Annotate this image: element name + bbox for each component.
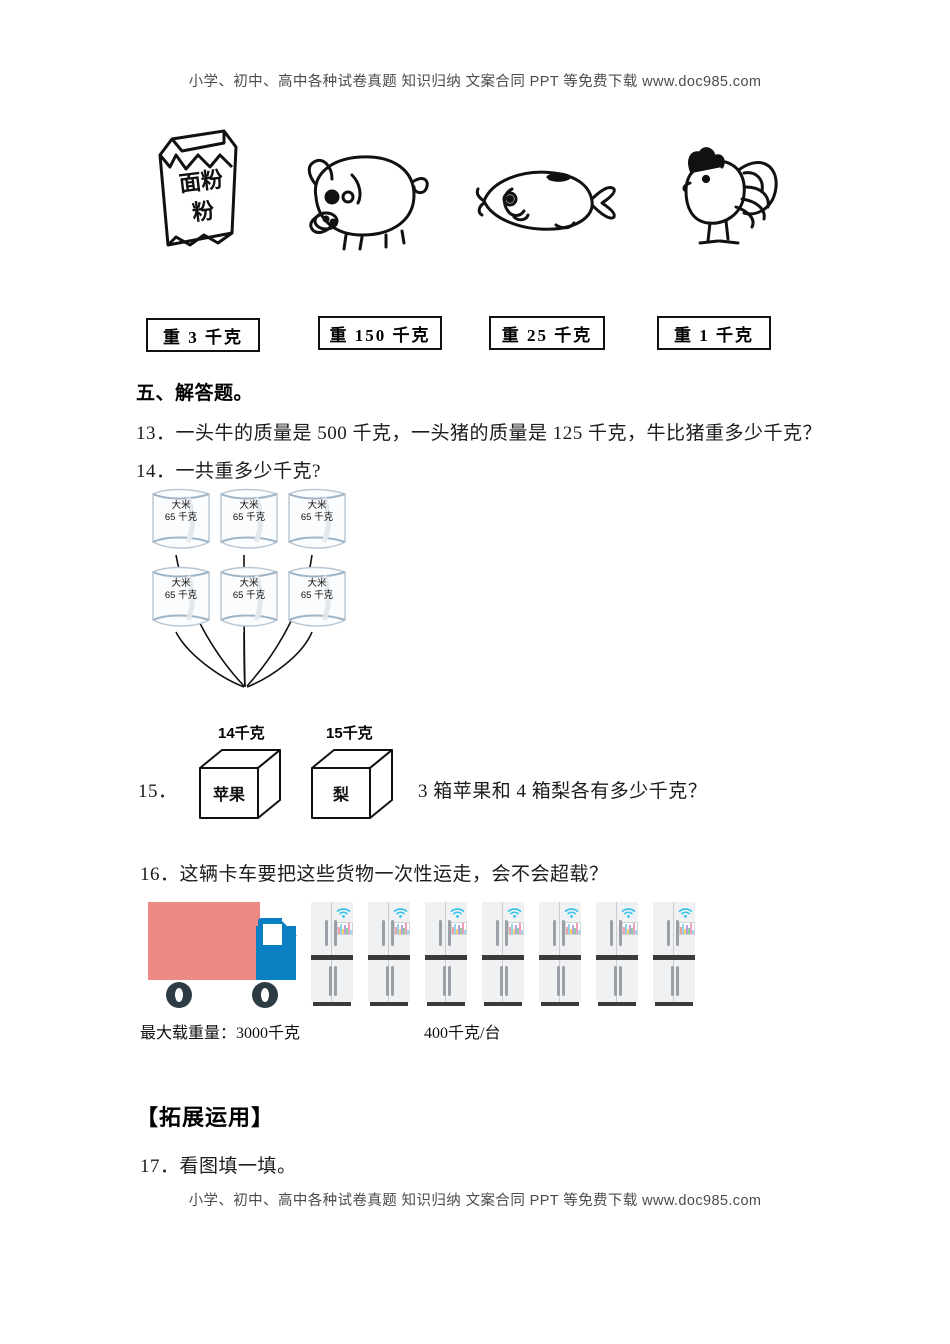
rooster-icon xyxy=(660,129,790,259)
weight-label-box: 重 3 千克 xyxy=(146,318,260,352)
refrigerator-icon xyxy=(539,898,581,1008)
unit-weight-caption: 400千克/台 xyxy=(424,1025,501,1042)
question-15-number: 15． xyxy=(138,781,178,802)
fridge-screen-icon xyxy=(337,922,353,935)
truck-wheel xyxy=(166,982,192,1008)
apple-box-weight: 14千克 xyxy=(218,725,265,742)
fridge-screen-icon xyxy=(565,922,581,935)
wifi-icon xyxy=(450,908,465,918)
extension-heading: 【拓展运用】 xyxy=(136,1105,275,1130)
refrigerator-icon xyxy=(368,898,410,1008)
question-16: 16．这辆卡车要把这些货物一次性运走，会不会超载？ xyxy=(140,864,609,885)
fish-icon xyxy=(470,159,620,239)
refrigerator-icon xyxy=(311,898,353,1008)
fridge-screen-icon xyxy=(508,922,524,935)
question-15-text: 3 箱苹果和 4 箱梨各有多少千克？ xyxy=(418,781,708,802)
pear-box-name: 梨 xyxy=(332,785,350,804)
svg-text:粉: 粉 xyxy=(191,198,216,225)
max-load-caption: 最大载重量：3000千克 xyxy=(140,1025,301,1042)
flour-bag-label: 面粉 xyxy=(178,166,225,196)
apple-box-name: 苹果 xyxy=(213,785,245,804)
question-13: 13．一头牛的质量是 500 千克，一头猪的质量是 125 千克，牛比猪重多少千… xyxy=(136,423,823,444)
refrigerator-row xyxy=(311,898,711,1010)
wifi-icon xyxy=(393,908,408,918)
wifi-icon xyxy=(336,908,351,918)
refrigerator-icon xyxy=(425,898,467,1008)
weight-label-box: 重 150 千克 xyxy=(318,316,442,350)
footer-watermark: 小学、初中、高中各种试卷真题 知识归纳 文案合同 PPT 等免费下载 www.d… xyxy=(188,1193,762,1209)
truck-wheel xyxy=(252,982,278,1008)
weight-label-box: 重 25 千克 xyxy=(489,316,605,350)
weight-label-box: 重 1 千克 xyxy=(657,316,771,350)
truck-window xyxy=(263,924,282,945)
wifi-icon xyxy=(564,908,579,918)
header-watermark: 小学、初中、高中各种试卷真题 知识归纳 文案合同 PPT 等免费下载 www.d… xyxy=(188,74,762,90)
question-14: 14．一共重多少千克? xyxy=(136,461,321,482)
truck-cargo-box xyxy=(148,902,260,980)
flour-bag-icon: 面粉 粉 xyxy=(146,125,246,250)
truck-icon xyxy=(148,900,300,1008)
fridge-screen-icon xyxy=(394,922,410,935)
refrigerator-icon xyxy=(653,898,695,1008)
fridge-screen-icon xyxy=(679,922,695,935)
wifi-icon xyxy=(507,908,522,918)
refrigerator-icon xyxy=(596,898,638,1008)
wifi-icon xyxy=(678,908,693,918)
question-17: 17．看图填一填。 xyxy=(140,1156,297,1177)
wifi-icon xyxy=(621,908,636,918)
fridge-screen-icon xyxy=(622,922,638,935)
refrigerator-icon xyxy=(482,898,524,1008)
pig-icon xyxy=(286,139,436,254)
section-heading: 五、解答题。 xyxy=(136,383,254,404)
fridge-screen-icon xyxy=(451,922,467,935)
pear-box-weight: 15千克 xyxy=(326,725,373,742)
top-picture-row: 面粉 粉 xyxy=(0,125,950,270)
